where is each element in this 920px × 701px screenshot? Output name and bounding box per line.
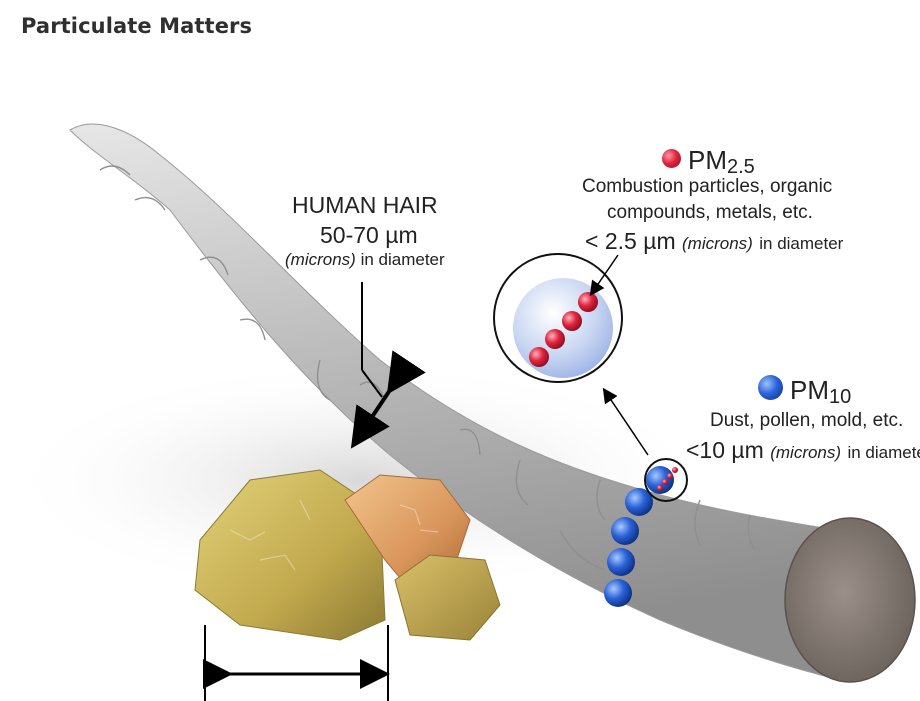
pm25-label-pointer: [589, 254, 619, 297]
red-sphere-icon: [662, 149, 681, 168]
pm25-label-size: < 2.5 µm (microns) in diameter: [585, 228, 844, 254]
hair-diameter-arrow: [350, 350, 426, 449]
pm25-magnifier-bubble: [513, 278, 613, 378]
hair-label-unit: (microns) in diameter: [285, 250, 445, 269]
pm25-label-desc-line2: compounds, metals, etc.: [607, 202, 813, 223]
pm10-label-size: <10 µm (microns) in diameter: [686, 437, 920, 463]
pm10-label-desc: Dust, pollen, mold, etc.: [710, 410, 904, 431]
blue-sphere-icon: [758, 375, 783, 400]
fine-beach-sand: [194, 469, 501, 641]
pm25-label-name: PM2.5: [688, 145, 755, 178]
magnify-pointer-arrow: [602, 387, 649, 456]
pm25-label-desc-line1: Combustion particles, organic: [582, 176, 833, 197]
page-title: Particulate Matters: [21, 14, 253, 38]
hair-cross-section: [784, 517, 916, 683]
diagram-illustration: [0, 123, 916, 701]
pm10-particle-chain: [604, 466, 674, 607]
hair-label-title: HUMAN HAIR: [292, 192, 438, 218]
pm25-small-loupe: [644, 458, 688, 502]
particle-size-diagram: HUMAN HAIR 50-70 µm (microns) in diamete…: [0, 60, 920, 701]
pm25-particle-chain-magnified: [529, 292, 598, 367]
hair-label-size: 50-70 µm: [320, 222, 418, 248]
pm25-particle-chain-small: [657, 467, 678, 491]
pm10-label-name: PM10: [790, 375, 852, 408]
hair-cuticle-lines: [99, 165, 756, 571]
